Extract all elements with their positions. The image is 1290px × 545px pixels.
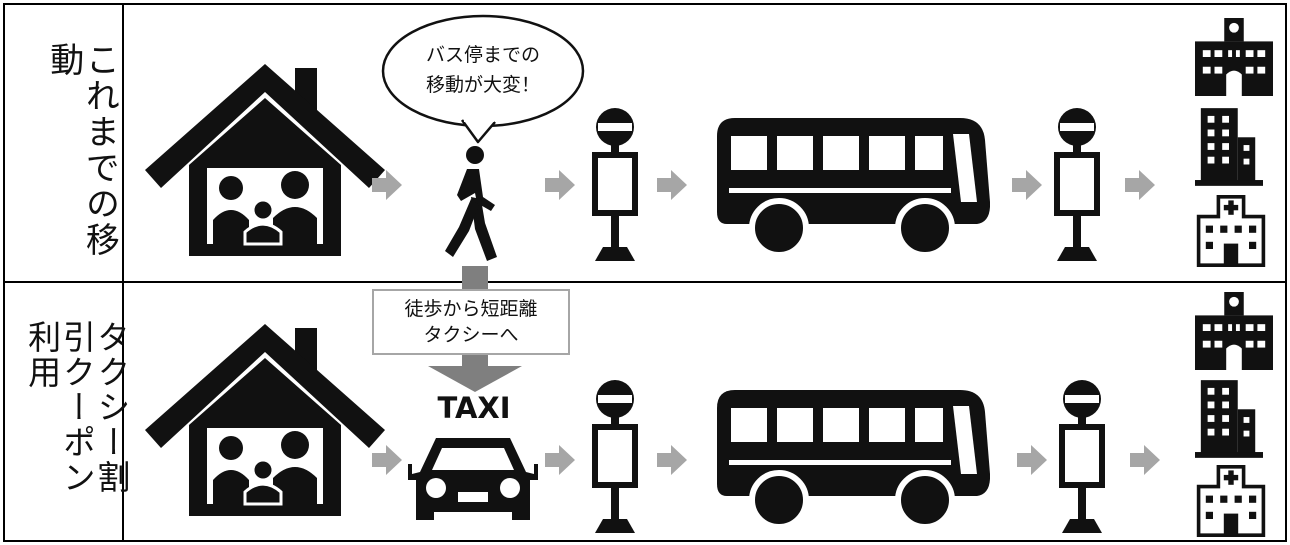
outer-frame	[3, 3, 1287, 542]
flow-arrow-icon	[657, 445, 687, 475]
flow-arrow-icon	[545, 445, 575, 475]
bus-stop-icon	[595, 380, 635, 533]
school-icon	[1195, 292, 1273, 370]
flow-arrow-icon	[545, 170, 575, 200]
bus-stop-icon	[1057, 108, 1097, 261]
home-icon	[145, 62, 385, 258]
speech-bubble-line: バス停までの	[425, 44, 540, 66]
change-note-box	[372, 289, 570, 355]
office-building-icon	[1195, 380, 1263, 458]
speech-bubble-text: バス停までの 移動が大変！	[385, 40, 581, 100]
office-building-icon	[1195, 108, 1263, 186]
flow-arrow-icon	[1017, 445, 1047, 475]
flow-arrow-icon	[372, 445, 402, 475]
change-note-line: タクシーへ	[423, 324, 519, 346]
taxi-icon	[408, 438, 538, 520]
row-label-current: これまでの移動	[43, 42, 120, 258]
bus-icon	[717, 390, 990, 527]
flow-arrow-icon	[657, 170, 687, 200]
change-note-text: 徒歩から短距離 タクシーへ	[373, 296, 569, 348]
speech-bubble	[381, 14, 585, 144]
bus-stop-icon	[1062, 380, 1102, 533]
school-icon	[1195, 18, 1273, 96]
row-label-taxi-coupon: タクシー割引クーポン利用	[22, 320, 131, 495]
bus-icon	[717, 118, 990, 255]
home-icon	[145, 322, 385, 518]
flow-arrow-icon	[1130, 445, 1160, 475]
taxi-sign-label: TAXI	[437, 391, 510, 425]
hospital-icon	[1196, 195, 1266, 267]
hospital-icon	[1196, 465, 1266, 537]
change-note-line: 徒歩から短距離	[404, 298, 538, 320]
flow-arrow-icon	[1125, 170, 1155, 200]
flow-arrow-icon	[1012, 170, 1042, 200]
pedestrian-icon	[445, 146, 497, 261]
speech-bubble-line: 移動が大変！	[425, 74, 540, 96]
bus-stop-icon	[595, 108, 635, 261]
